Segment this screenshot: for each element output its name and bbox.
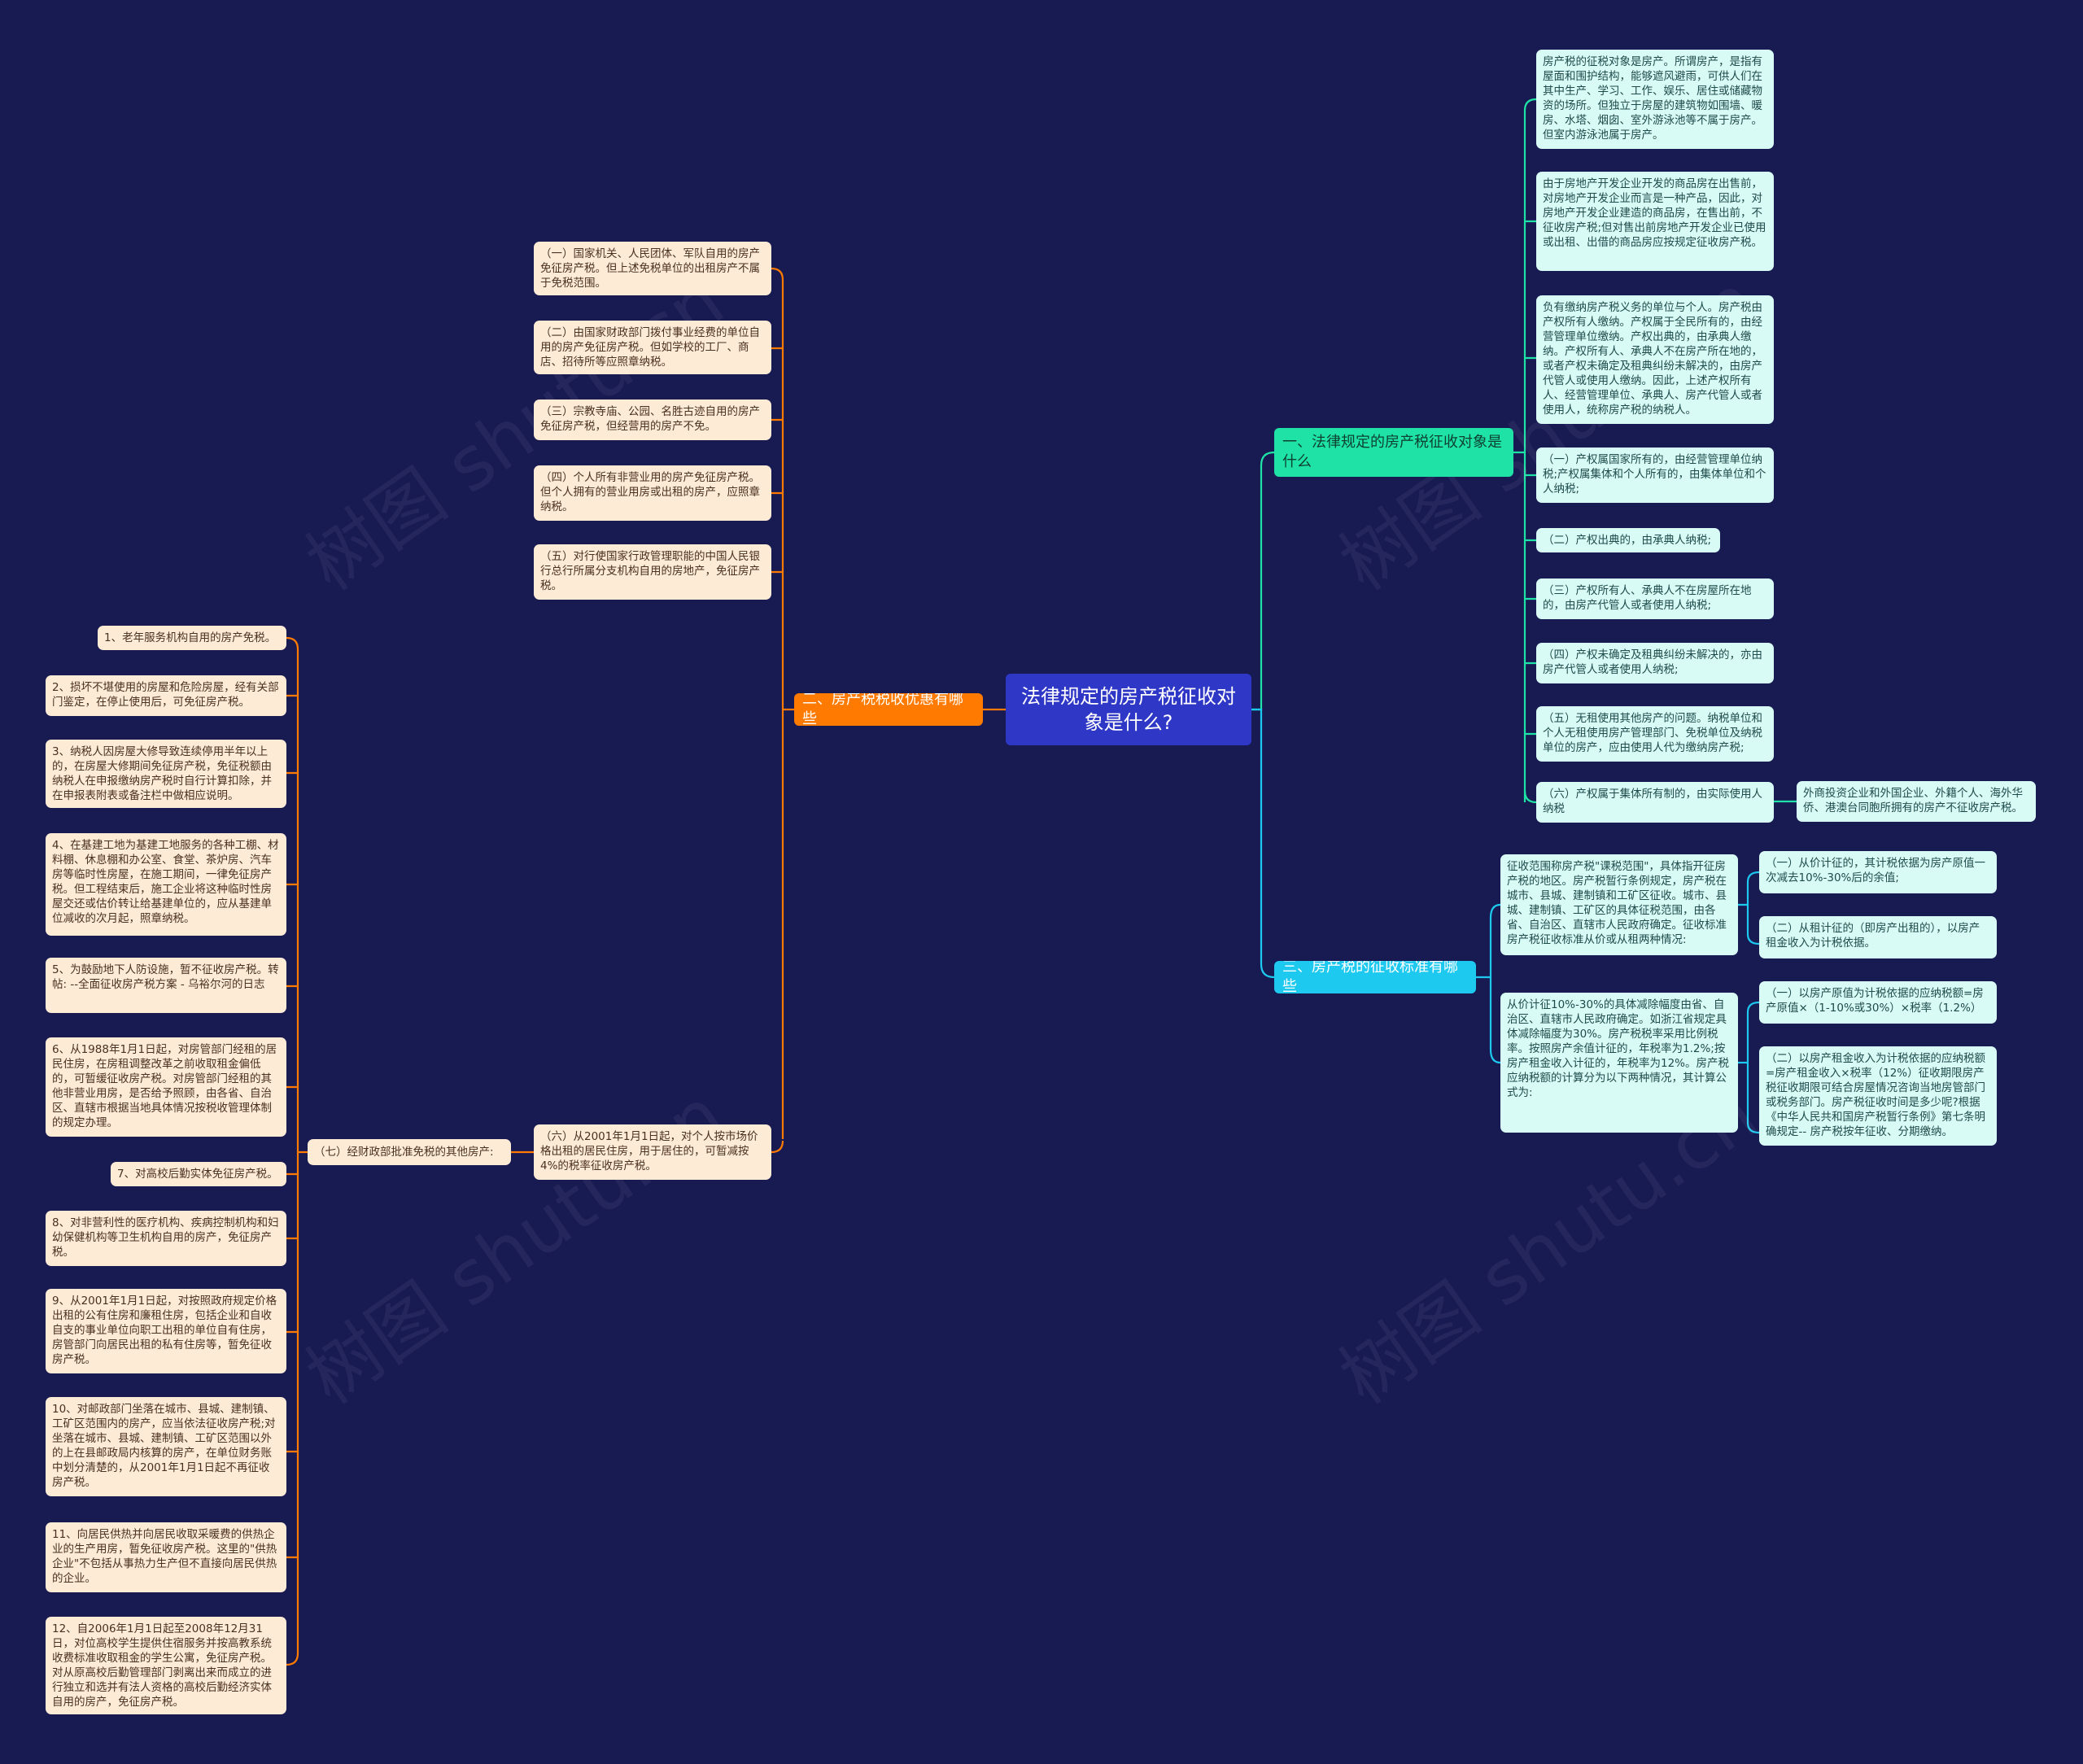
branch-3-node[interactable]: 三、房产税的征收标准有哪些 [1274,961,1476,993]
branch-1-item-6[interactable]: （三）产权所有人、承典人不在房屋所在地的，由房产代管人或者使用人纳税; [1536,579,1774,619]
branch-2-item-3[interactable]: （三）宗教寺庙、公园、名胜古迹自用的房产免征房产税，但经营用的房产不免。 [534,400,771,440]
branch-1-item-5[interactable]: （二）产权出典的，由承典人纳税; [1536,528,1720,552]
branch-1-item-8[interactable]: （五）无租使用其他房产的问题。纳税单位和个人无租使用房产管理部门、免税单位及纳税… [1536,706,1774,762]
branch-2-item-6[interactable]: （六）从2001年1月1日起，对个人按市场价格出租的居民住房，用于居住的，可暂减… [534,1124,771,1180]
branch-3-mid-1-child-1[interactable]: （一）从价计征的，其计税依据为房产原值一次减去10%-30%后的余值; [1759,851,1997,893]
branch-1-item-9-child[interactable]: 外商投资企业和外国企业、外籍个人、海外华侨、港澳台同胞所拥有的房产不征收房产税。 [1797,781,2036,822]
branch-2-node[interactable]: 二、房产税税收优惠有哪些 [794,693,983,726]
branch-1-item-2[interactable]: 由于房地产开发企业开发的商品房在出售前，对房地产开发企业而言是一种产品，因此，对… [1536,172,1774,271]
exemption-item-10[interactable]: 10、对邮政部门坐落在城市、县城、建制镇、工矿区范围内的房产，应当依法征收房产税… [46,1397,286,1496]
exemption-item-11[interactable]: 11、向居民供热并向居民收取采暖费的供热企业的生产用房，暂免征收房产税。这里的"… [46,1522,286,1592]
branch-3-mid-2-child-1[interactable]: （一）以房产原值为计税依据的应纳税额=房产原值×（1-10%或30%）×税率（1… [1759,981,1997,1024]
branch-3-mid-2-child-2[interactable]: （二）以房产租金收入为计税依据的应纳税额=房产租金收入×税率（12%）征收期限房… [1759,1046,1997,1146]
branch-2-item-4[interactable]: （四）个人所有非营业用的房产免征房产税。但个人拥有的营业用房或出租的房产，应照章… [534,465,771,521]
branch-2-item-1[interactable]: （一）国家机关、人民团体、军队自用的房产免征房产税。但上述免税单位的出租房产不属… [534,242,771,295]
branch-1-item-1[interactable]: 房产税的征税对象是房产。所谓房产，是指有屋面和围护结构，能够遮风避雨，可供人们在… [1536,50,1774,149]
branch-1-item-7[interactable]: （四）产权未确定及租典纠纷未解决的，亦由房产代管人或者使用人纳税; [1536,643,1774,683]
exemption-item-5[interactable]: 5、为鼓励地下人防设施，暂不征收房产税。转帖: --全面征收房产税方案 - 乌裕… [46,958,286,1013]
branch-3-mid-1-child-2[interactable]: （二）从租计征的（即房产出租的），以房产租金收入为计税依据。 [1759,916,1997,958]
exemption-item-7[interactable]: 7、对高校后勤实体免征房产税。 [111,1162,286,1186]
exemption-item-9[interactable]: 9、从2001年1月1日起，对按照政府规定价格出租的公有住房和廉租住房，包括企业… [46,1289,286,1373]
branch-3-mid-2[interactable]: 从价计征10%-30%的具体减除幅度由省、自治区、直辖市人民政府确定。如浙江省规… [1500,993,1738,1133]
branch-2-sub-title[interactable]: （七）经财政部批准免税的其他房产: [308,1139,511,1165]
branch-2-item-5[interactable]: （五）对行使国家行政管理职能的中国人民银行总行所属分支机构自用的房地产，免征房产… [534,544,771,600]
exemption-item-4[interactable]: 4、在基建工地为基建工地服务的各种工棚、材料棚、休息棚和办公室、食堂、茶炉房、汽… [46,833,286,936]
exemption-item-1[interactable]: 1、老年服务机构自用的房产免税。 [98,626,286,650]
branch-3-mid-1[interactable]: 征收范围称房产税"课税范围"，具体指开征房产税的地区。房产税暂行条例规定，房产税… [1500,854,1738,955]
exemption-item-12[interactable]: 12、自2006年1月1日起至2008年12月31日，对位高校学生提供住宿服务并… [46,1617,286,1714]
exemption-item-3[interactable]: 3、纳税人因房屋大修导致连续停用半年以上的，在房屋大修期间免征房产税，免征税额由… [46,740,286,808]
root-node[interactable]: 法律规定的房产税征收对象是什么? [1006,674,1251,745]
exemption-item-8[interactable]: 8、对非营利性的医疗机构、疾病控制机构和妇幼保健机构等卫生机构自用的房产，免征房… [46,1211,286,1266]
exemption-item-6[interactable]: 6、从1988年1月1日起，对房管部门经租的居民住房，在房租调整改革之前收取租金… [46,1037,286,1137]
exemption-item-2[interactable]: 2、损坏不堪使用的房屋和危险房屋，经有关部门鉴定，在停止使用后，可免征房产税。 [46,675,286,716]
branch-2-item-2[interactable]: （二）由国家财政部门拨付事业经费的单位自用的房产免征房产税。但如学校的工厂、商店… [534,321,771,374]
branch-1-item-4[interactable]: （一）产权属国家所有的，由经营管理单位纳税;产权属集体和个人所有的，由集体单位和… [1536,448,1774,503]
branch-1-node[interactable]: 一、法律规定的房产税征收对象是什么 [1274,428,1513,477]
branch-1-item-9[interactable]: （六）产权属于集体所有制的，由实际使用人纳税 [1536,782,1774,823]
branch-1-item-3[interactable]: 负有缴纳房产税义务的单位与个人。房产税由产权所有人缴纳。产权属于全民所有的，由经… [1536,295,1774,424]
